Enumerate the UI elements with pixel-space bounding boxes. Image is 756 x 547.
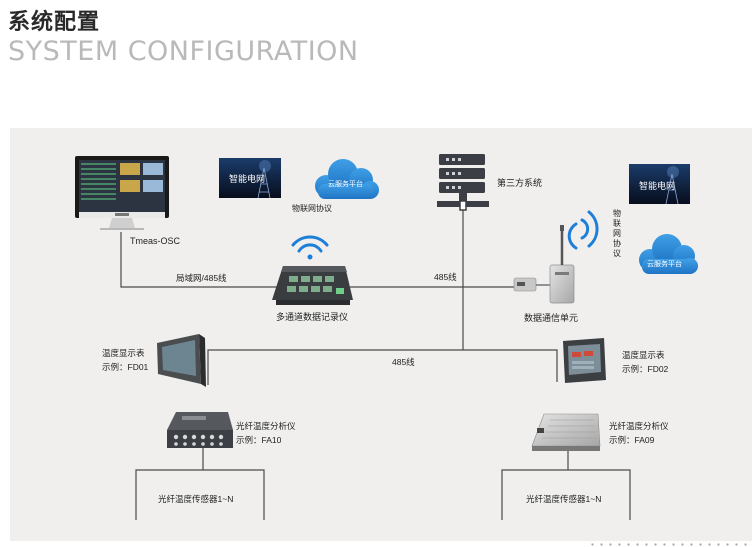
page-title: 系统配置	[8, 9, 101, 34]
page-subtitle: SYSTEM CONFIGURATION	[8, 36, 359, 67]
temp-display-device-left	[157, 334, 206, 387]
fiber-analyzer-example-left: 示例：FA10	[236, 435, 282, 445]
monitor-label: Tmeas-OSC	[130, 236, 181, 246]
fiber-analyzer-device-left	[167, 412, 233, 448]
fiber-analyzer-example-right: 示例：FA09	[609, 435, 655, 445]
temp-display-example-right: 示例：FD02	[622, 364, 669, 374]
line-right-label: 485线	[434, 272, 457, 282]
wifi-icon-right	[567, 210, 599, 250]
lan-link	[120, 232, 278, 288]
smart-grid-image-left	[219, 158, 281, 199]
connection-lines	[120, 210, 631, 520]
server-label: 第三方系统	[497, 177, 542, 188]
smart-grid-label-left: 智能电网	[229, 173, 265, 184]
comm-unit-label: 数据通信单元	[524, 312, 578, 323]
left-sensor-line	[135, 469, 265, 520]
svg-text:物: 物	[613, 208, 621, 218]
svg-text:联: 联	[613, 219, 621, 228]
iot-label-right: 物 联 网 协 议	[613, 208, 621, 258]
lan-link-label: 局域网/485线	[176, 273, 227, 283]
bus-line	[207, 349, 558, 385]
smart-grid-label-right: 智能电网	[639, 180, 675, 191]
svg-text:网: 网	[613, 229, 621, 238]
right-sensor-line	[501, 469, 631, 520]
svg-text:协: 协	[613, 238, 621, 248]
recorder-label: 多通道数据记录仪	[276, 311, 348, 322]
wifi-icon-left	[291, 235, 329, 260]
svg-text:议: 议	[613, 249, 621, 258]
comm-unit-device	[513, 225, 575, 304]
iot-label-left: 物联网协议	[292, 203, 332, 213]
temp-display-label-left: 温度显示表	[102, 348, 145, 358]
cloud-icon-left	[315, 159, 379, 199]
server-icon	[437, 154, 489, 211]
fiber-analyzer-device-right	[531, 413, 601, 451]
cloud-icon-right	[639, 234, 698, 274]
cloud-label-left: 云服务平台	[328, 179, 363, 188]
fiber-sensor-label-right: 光纤温度传感器1~N	[526, 494, 601, 504]
cloud-label-right: 云服务平台	[647, 259, 682, 268]
decorative-dots	[588, 543, 748, 546]
temp-display-device-right	[563, 338, 606, 383]
temp-display-label-right: 温度显示表	[622, 350, 665, 360]
fiber-sensor-label-left: 光纤温度传感器1~N	[158, 494, 233, 504]
fiber-analyzer-label-left: 光纤温度分析仪	[236, 421, 296, 431]
smart-grid-image-right	[629, 164, 690, 205]
data-recorder-device	[272, 266, 353, 305]
monitor-icon	[75, 156, 169, 230]
fiber-analyzer-label-right: 光纤温度分析仪	[609, 421, 669, 431]
bus-line-label: 485线	[392, 357, 415, 367]
temp-display-example-left: 示例：FD01	[102, 362, 149, 372]
